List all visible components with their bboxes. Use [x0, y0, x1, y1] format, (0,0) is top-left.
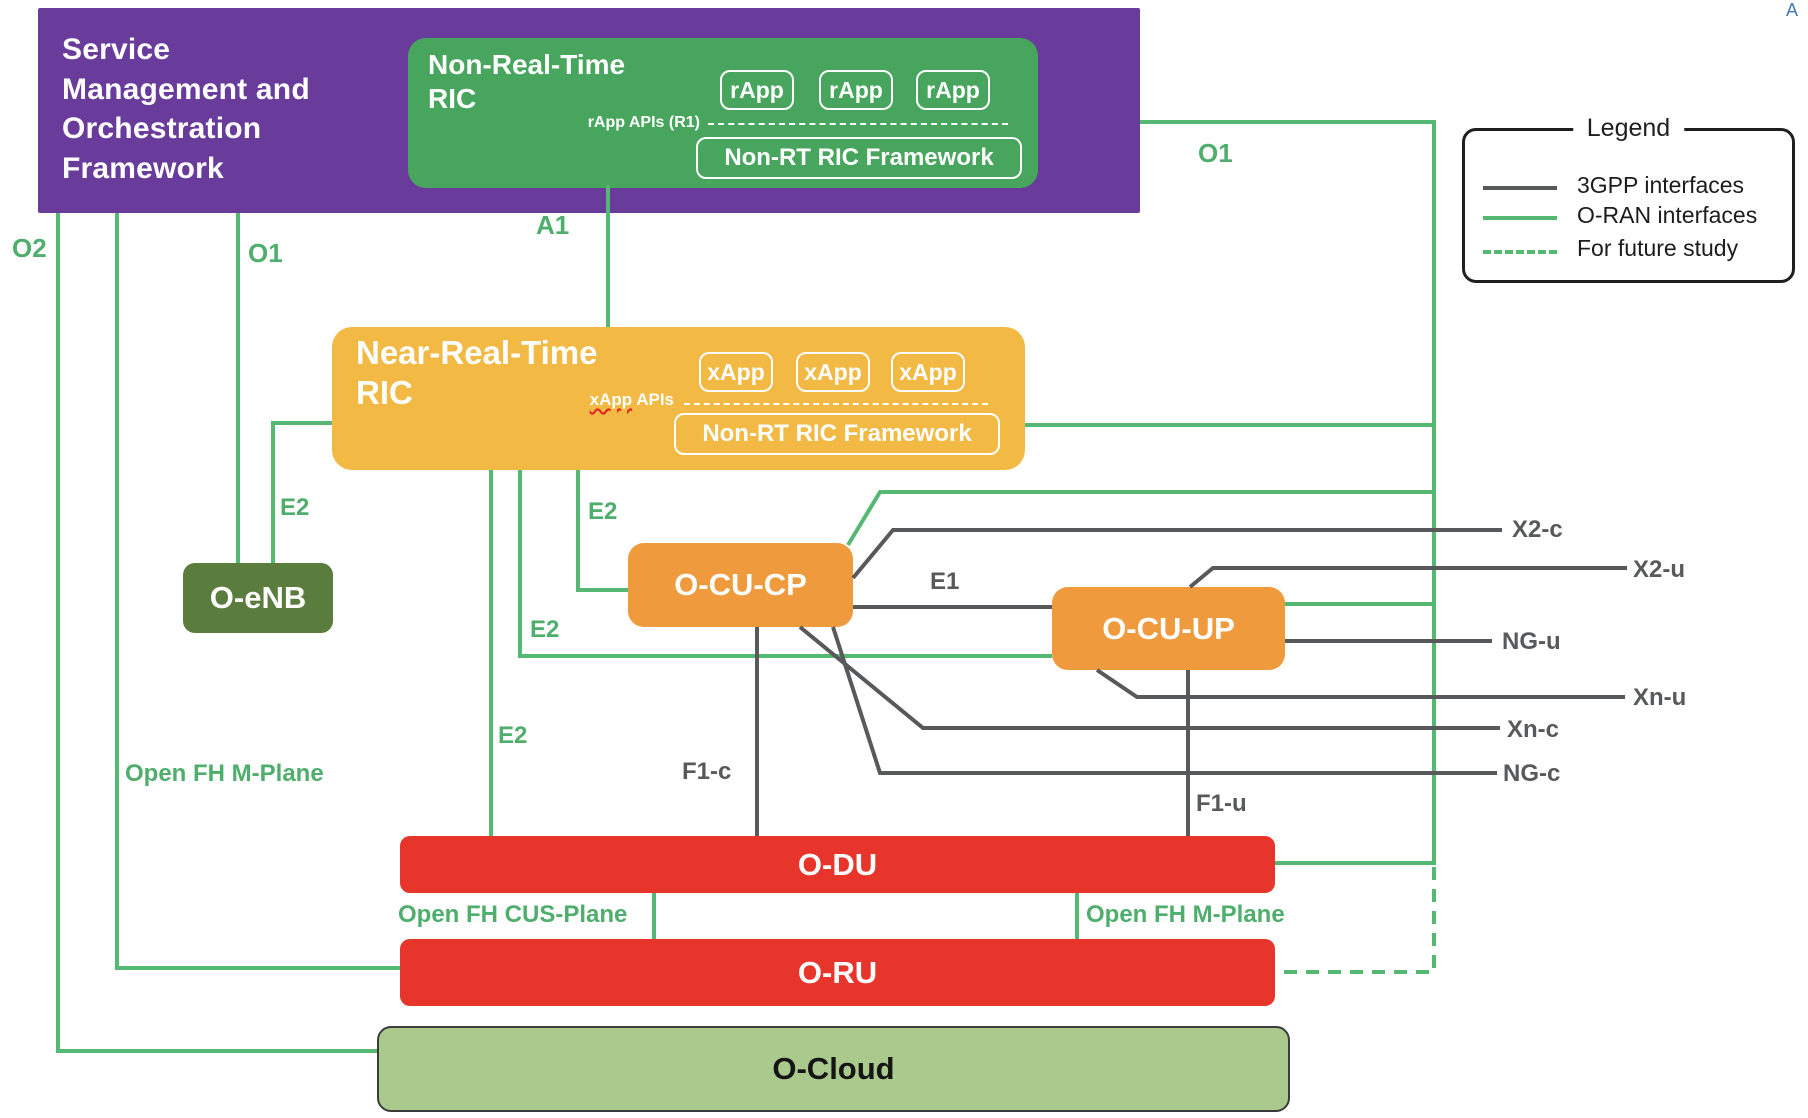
xapp-api-dashed-line [684, 403, 988, 405]
legend-item-3gpp: 3GPP interfaces [1577, 172, 1745, 198]
near-rt-ric-box: Near-Real-Time RIC xApp xApp xApp xApp A… [332, 327, 1025, 470]
label-xnu: Xn-u [1633, 684, 1687, 711]
smo-title: Service Management and Orchestration Fra… [62, 33, 310, 185]
o-enb-box: O-eNB [183, 563, 333, 633]
legend-title: Legend [1572, 114, 1685, 143]
rapp-api-label: rApp APIs (R1) [587, 114, 700, 131]
label-open-fh-m-plane-left: Open FH M-Plane [125, 760, 324, 787]
xapp-chip: xApp [796, 352, 870, 392]
corner-annotation: A [1786, 0, 1799, 20]
line-e2-nearrt-to-ocucp [576, 470, 628, 592]
label-o1-right: O1 [1198, 138, 1233, 168]
non-rt-ric-title: Non-Real-Time RIC [428, 49, 626, 114]
label-e2-ocucp: E2 [588, 498, 618, 525]
non-rt-ric-box: Non-Real-Time RIC rApp rApp rApp rApp AP… [408, 38, 1038, 188]
future-study-lines [1278, 867, 1436, 974]
non-rt-ric-framework-chip: Non-RT RIC Framework [696, 137, 1022, 179]
label-a1: A1 [536, 210, 570, 240]
label-e1: E1 [930, 568, 960, 595]
line-future-bus-to-oru [1278, 867, 1436, 974]
line-ocucp-to-right-bus [846, 490, 1434, 547]
label-f1u: F1-u [1196, 790, 1247, 817]
xapp-api-rest: APIs [632, 390, 674, 409]
label-f1c: F1-c [682, 758, 732, 785]
label-o1-left: O1 [248, 238, 283, 268]
o-cu-up-box: O-CU-UP [1052, 587, 1285, 670]
near-rt-framework-chip: Non-RT RIC Framework [674, 413, 1000, 455]
o-ru-box: O-RU [400, 939, 1275, 1006]
rapp-chip: rApp [720, 70, 794, 110]
legend-item-future: For future study [1577, 235, 1739, 261]
label-e2-ocuup: E2 [530, 616, 560, 643]
legend-item-oran: O-RAN interfaces [1577, 202, 1758, 228]
xapp-api-label: xApp APIs [590, 390, 674, 410]
label-ngc: NG-c [1503, 760, 1561, 787]
near-rt-ric-title: Near-Real-Time RIC [356, 334, 598, 411]
legend-oran-line-swatch [1483, 216, 1557, 220]
rapp-api-dashed-line [708, 123, 1008, 125]
3gpp-interface-lines [755, 528, 1627, 836]
rapp-chip: rApp [916, 70, 990, 110]
line-o1-smo-to-right-bus-and-odu [1140, 120, 1436, 865]
legend-box: Legend 3GPP interfaces O-RAN interfaces … [1462, 114, 1795, 283]
label-x2u: X2-u [1633, 556, 1686, 583]
label-ngu: NG-u [1502, 628, 1561, 655]
smo-framework-box: Service Management and Orchestration Fra… [38, 8, 1140, 213]
label-open-fh-m-plane-right: Open FH M-Plane [1086, 901, 1285, 928]
legend-3gpp-line-swatch [1483, 186, 1557, 190]
label-xnc: Xn-c [1507, 716, 1560, 743]
label-o2: O2 [12, 233, 47, 263]
xapp-api-word: xApp [589, 390, 633, 409]
line-x2u [1188, 566, 1627, 589]
line-e2-oenb-to-nearrt [271, 421, 332, 563]
xapp-chip: xApp [891, 352, 965, 392]
label-e2-odu: E2 [498, 722, 528, 749]
legend-future-line-swatch [1483, 250, 1557, 254]
o-cloud-box: O-Cloud [377, 1026, 1290, 1112]
label-e2-oenb: E2 [280, 494, 310, 521]
xapp-chip: xApp [699, 352, 773, 392]
o-cu-cp-box: O-CU-CP [628, 543, 853, 627]
rapp-chip: rApp [819, 70, 893, 110]
label-x2c: X2-c [1512, 516, 1563, 543]
label-open-fh-cus-plane: Open FH CUS-Plane [398, 901, 628, 928]
o-du-box: O-DU [400, 836, 1275, 893]
line-xnu [1095, 668, 1625, 699]
